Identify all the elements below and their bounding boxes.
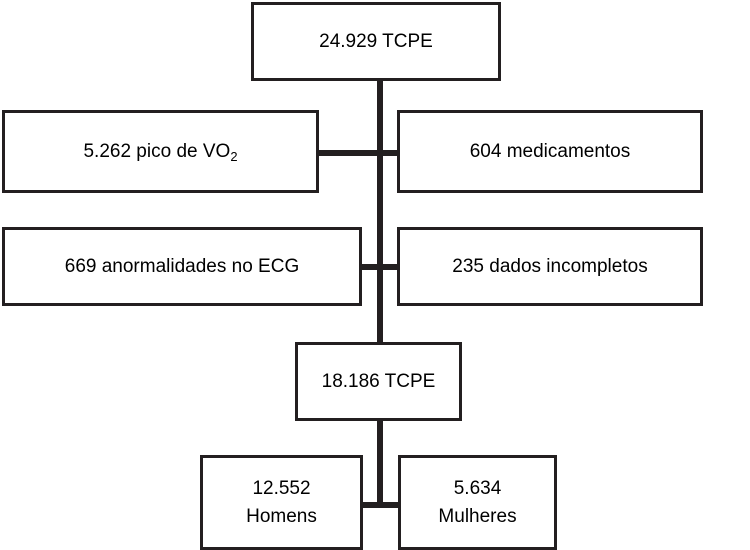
node-exclusion-incomplete-data: 235 dados incompletos	[397, 227, 703, 306]
node-group-men: 12.552 Homens	[200, 455, 363, 550]
node-exclusion-ecg-abnormalities-label: 669 anormalidades no ECG	[64, 255, 300, 277]
node-total-tcpe: 24.929 TCPE	[251, 2, 501, 81]
node-exclusion-medications: 604 medicamentos	[397, 110, 703, 193]
node-group-women-count: 5.634	[453, 477, 502, 499]
connector-bottom-horizontal	[363, 502, 399, 508]
node-total-tcpe-label: 24.929 TCPE	[319, 30, 433, 52]
node-group-men-count: 12.552	[252, 477, 311, 499]
node-group-women-label: Mulheres	[438, 505, 517, 527]
node-exclusion-incomplete-data-label: 235 dados incompletos	[452, 255, 648, 277]
node-exclusion-peak-vo2-label: 5.262 pico de VO2	[83, 138, 237, 166]
connector-row2-horizontal	[362, 264, 398, 270]
node-group-men-label: Homens	[246, 505, 317, 527]
node-exclusion-medications-label: 604 medicamentos	[469, 140, 631, 162]
node-exclusion-ecg-abnormalities: 669 anormalidades no ECG	[2, 227, 362, 306]
connector-main-spine	[377, 81, 383, 343]
node-group-women: 5.634 Mulheres	[398, 455, 557, 550]
node-exclusion-peak-vo2: 5.262 pico de VO2	[2, 110, 319, 193]
node-included-tcpe-label: 18.186 TCPE	[321, 370, 436, 392]
connector-row1-horizontal	[319, 150, 398, 156]
node-included-tcpe: 18.186 TCPE	[295, 342, 462, 421]
node-exclusion-peak-vo2-subscript: 2	[230, 148, 238, 164]
node-exclusion-peak-vo2-text: 5.262 pico de VO	[83, 140, 231, 162]
connector-lower-spine	[377, 421, 383, 508]
